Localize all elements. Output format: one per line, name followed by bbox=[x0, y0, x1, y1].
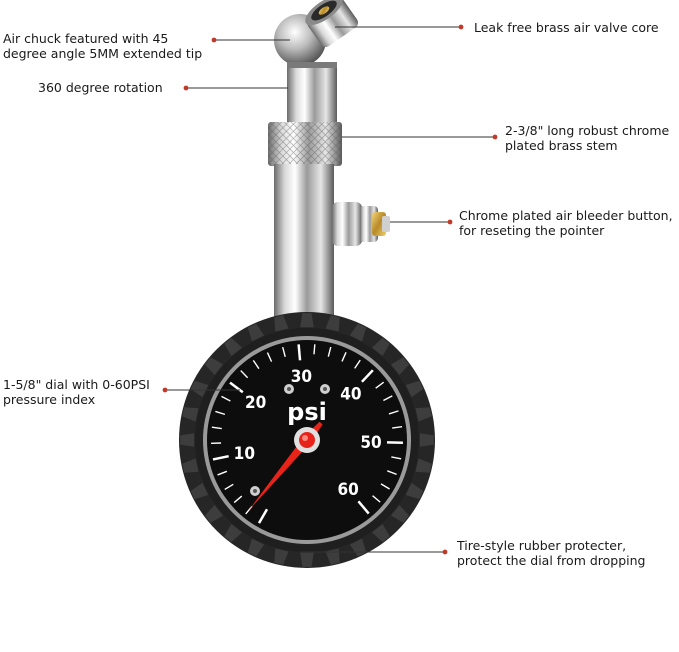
scale-label: 50 bbox=[360, 433, 381, 453]
callout-text: Leak free brass air valve core bbox=[474, 20, 659, 35]
scale-label: 40 bbox=[340, 384, 361, 404]
callout-text: 1-5/8" dial with 0-60PSI bbox=[3, 377, 150, 392]
callout-text: Tire-style rubber protecter, bbox=[457, 538, 627, 553]
dial-tick bbox=[313, 344, 316, 355]
unit-label: psi bbox=[287, 398, 327, 426]
dial-tick bbox=[217, 470, 228, 476]
dial-tick bbox=[375, 381, 385, 389]
pressure-pointer bbox=[248, 421, 323, 511]
dial-tick bbox=[391, 456, 402, 460]
dial-tick bbox=[257, 508, 269, 524]
scale-label: 60 bbox=[337, 480, 358, 500]
dial-tick bbox=[372, 495, 381, 503]
callout-text: 360 degree rotation bbox=[38, 80, 163, 95]
dial-face: 10 20 30 40 50 60 psi bbox=[207, 340, 407, 540]
dial-tick bbox=[282, 346, 286, 357]
callout-text: Chrome plated air bleeder button, bbox=[459, 208, 673, 223]
callout-text: for reseting the pointer bbox=[459, 223, 605, 238]
dial-tick bbox=[221, 395, 231, 402]
dial-tick bbox=[341, 352, 347, 362]
dial-tick bbox=[327, 346, 332, 357]
dial-tick bbox=[211, 426, 222, 430]
callout-dial: 1-5/8" dial with 0-60PSI pressure index bbox=[3, 377, 150, 407]
callout-bleeder: Chrome plated air bleeder button, for re… bbox=[459, 208, 673, 238]
dial-tick bbox=[380, 483, 390, 490]
dial-tick bbox=[212, 454, 229, 461]
scale-label: 30 bbox=[291, 367, 312, 387]
dial-tick bbox=[297, 344, 302, 361]
callout-text: pressure index bbox=[3, 392, 96, 407]
callout-text: protect the dial from dropping bbox=[457, 553, 646, 568]
dial-tick bbox=[233, 495, 243, 504]
callout-text: degree angle 5MM extended tip bbox=[3, 46, 203, 61]
callout-stem: 2-3/8" long robust chrome plated brass s… bbox=[505, 123, 669, 153]
callout-text: plated brass stem bbox=[505, 138, 618, 153]
knurled-grip bbox=[268, 122, 342, 166]
dial-tick bbox=[224, 483, 234, 491]
air-chuck bbox=[274, 0, 358, 66]
callout-text: 2-3/8" long robust chrome bbox=[505, 123, 670, 138]
scale-label: 20 bbox=[245, 393, 266, 413]
dial-tick bbox=[388, 410, 399, 415]
dial-tick bbox=[354, 359, 361, 369]
dial-tick bbox=[240, 370, 249, 379]
dial-tick bbox=[392, 425, 403, 429]
dial-tick bbox=[383, 395, 393, 402]
callout-text: Air chuck featured with 45 bbox=[3, 31, 169, 46]
rotation-collar bbox=[287, 62, 337, 124]
bleeder-button bbox=[332, 202, 390, 246]
stem bbox=[274, 164, 334, 340]
scale-label: 10 bbox=[234, 444, 255, 464]
callout-protector: Tire-style rubber protecter, protect the… bbox=[457, 538, 646, 568]
dial-tick bbox=[266, 352, 273, 362]
dial-tick bbox=[360, 369, 374, 383]
dial-tick bbox=[215, 410, 226, 416]
dial-tick bbox=[252, 360, 260, 370]
dial-tick bbox=[229, 381, 244, 394]
dial-tick bbox=[387, 470, 397, 476]
dial-tick bbox=[357, 500, 370, 515]
callout-air-chuck: Air chuck featured with 45 degree angle … bbox=[3, 31, 202, 61]
callout-valve-core: Leak free brass air valve core bbox=[474, 20, 659, 35]
callout-rotation: 360 degree rotation bbox=[38, 80, 163, 95]
